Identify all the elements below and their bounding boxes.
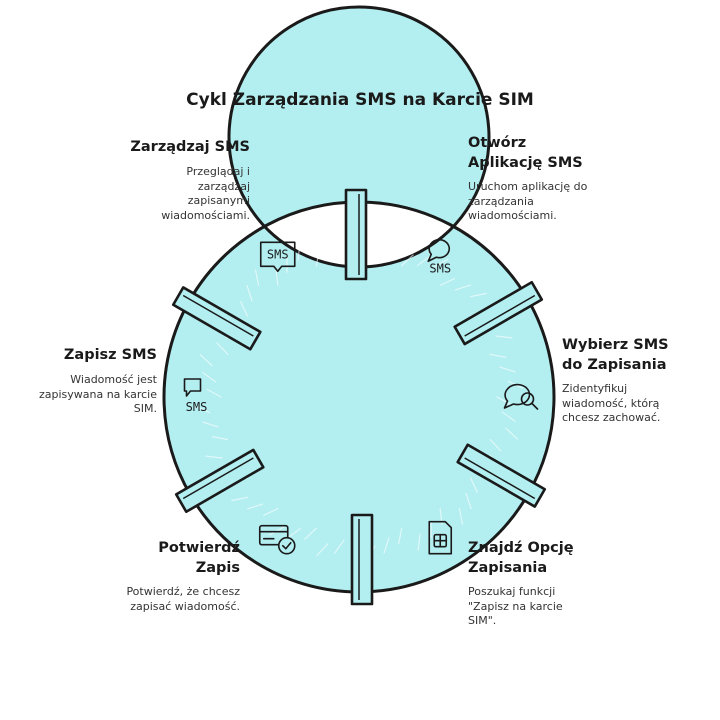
step-4-title: Potwierdź Zapis (40, 538, 240, 578)
step-1-icon-label: SMS (429, 261, 451, 275)
step-6-title-line-1: Zarządzaj SMS (130, 139, 250, 155)
chat-search-icon (503, 383, 539, 410)
step-1-title-line-2: Aplikację SMS (468, 155, 583, 171)
sim-card-icon (428, 520, 453, 555)
diagram-title: Cykl Zarządzania SMS na Karcie SIM (186, 90, 534, 110)
step-1-title-line-1: Otwórz (468, 135, 527, 151)
step-6-desc-line-2: zarządzaj (197, 179, 250, 193)
step-6-description: Przeglądaj i zarządzaj zapisanymi wiadom… (50, 165, 250, 223)
step-4-description: Potwierdź, że chcesz zapisać wiadomość. (40, 585, 240, 614)
step-3-description: Poszukaj funkcji "Zapisz na karcie SIM". (468, 585, 563, 629)
step-2-title-line-2: do Zapisania (562, 357, 667, 373)
step-connector (453, 280, 544, 346)
step-1-title: Otwórz Aplikację SMS (468, 133, 668, 173)
step-1-description: Uruchom aplikację do zarządzania wiadomo… (468, 180, 587, 224)
step-connector (171, 286, 262, 351)
step-5-desc-line-3: SIM. (133, 402, 157, 415)
step-connector (350, 513, 374, 606)
card-check-icon (258, 524, 296, 555)
step-5-description: Wiadomość jest zapisywana na karcie SIM. (0, 373, 157, 417)
step-2-desc-line-1: Zidentyfikuj (562, 382, 628, 395)
step-2-desc-line-2: wiadomość, którą (562, 396, 660, 410)
step-6-desc-line-3: zapisanymi (187, 194, 250, 207)
step-2-desc-line-3: chcesz zachować. (562, 411, 661, 424)
step-6-icon-label: SMS (267, 247, 289, 261)
step-4-title-line-2: Zapis (195, 560, 240, 576)
step-3-desc-line-2: "Zapisz na karcie (468, 599, 563, 613)
step-2-title-line-1: Wybierz SMS (562, 337, 669, 353)
step-5-icon-label: SMS (186, 400, 208, 414)
step-5-desc-line-1: Wiadomość jest (70, 373, 157, 386)
step-4-desc-line-2: zapisać wiadomość. (130, 599, 240, 613)
chat-bubble-sms-icon: SMS (183, 378, 208, 414)
step-2-description: Zidentyfikuj wiadomość, którą chcesz zac… (562, 382, 660, 426)
step-1-desc-line-2: zarządzania (468, 194, 534, 208)
step-connector (344, 188, 368, 281)
step-3-title: Znajdź Opcję Zapisania (468, 538, 668, 578)
step-6-desc-line-1: Przeglądaj i (186, 165, 250, 178)
step-5-desc-line-2: zapisywana na karcie (38, 387, 157, 401)
step-3-desc-line-3: SIM". (468, 614, 497, 627)
step-5-title-line-1: Zapisz SMS (63, 347, 157, 363)
step-3-title-line-1: Znajdź Opcję (468, 540, 574, 556)
chat-sms-icon: SMS (427, 238, 451, 275)
step-connector (174, 448, 265, 514)
sms-box-icon: SMS (259, 241, 296, 273)
step-1-desc-line-1: Uruchom aplikację do (468, 180, 588, 193)
step-3-title-line-2: Zapisania (468, 560, 548, 576)
step-6-desc-line-4: wiadomościami. (161, 208, 250, 222)
step-4-desc-line-1: Potwierdź, że chcesz (126, 585, 240, 598)
step-4-title-line-1: Potwierdź (158, 540, 240, 556)
step-6-title: Zarządzaj SMS (50, 137, 250, 157)
step-3-desc-line-1: Poszukaj funkcji (468, 585, 556, 598)
step-2-title: Wybierz SMS do Zapisania (562, 335, 712, 375)
step-connector (456, 443, 547, 508)
step-1-desc-line-3: wiadomościami. (468, 209, 557, 222)
step-5-title: Zapisz SMS (0, 345, 157, 365)
